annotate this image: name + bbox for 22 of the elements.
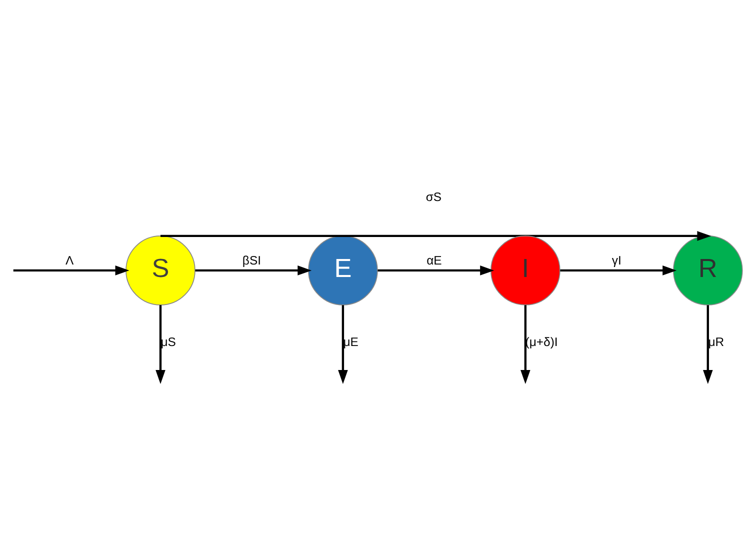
arrow (160, 230, 712, 240)
edge-label: μR (708, 334, 724, 349)
arrow (13, 265, 130, 275)
edge-label: (μ+δ)I (525, 334, 558, 349)
arrow (338, 304, 348, 384)
arrow (156, 304, 166, 384)
edge-label: μS (160, 334, 176, 349)
edge-label: Λ (66, 253, 74, 268)
edge-label: γI (612, 253, 622, 268)
edge-label: μE (343, 334, 358, 349)
arrow (520, 304, 530, 384)
arrow (560, 265, 677, 275)
edge-label: σS (426, 190, 442, 204)
edge-label: βSI (242, 253, 262, 268)
node-circle: R (672, 235, 743, 305)
arrow (702, 304, 713, 384)
node-circle: E (308, 235, 378, 305)
node-circle: I (490, 235, 560, 305)
edge-label: αE (426, 253, 442, 268)
node-circle: S (126, 235, 196, 305)
arrow (378, 265, 494, 275)
arrow (195, 265, 312, 275)
